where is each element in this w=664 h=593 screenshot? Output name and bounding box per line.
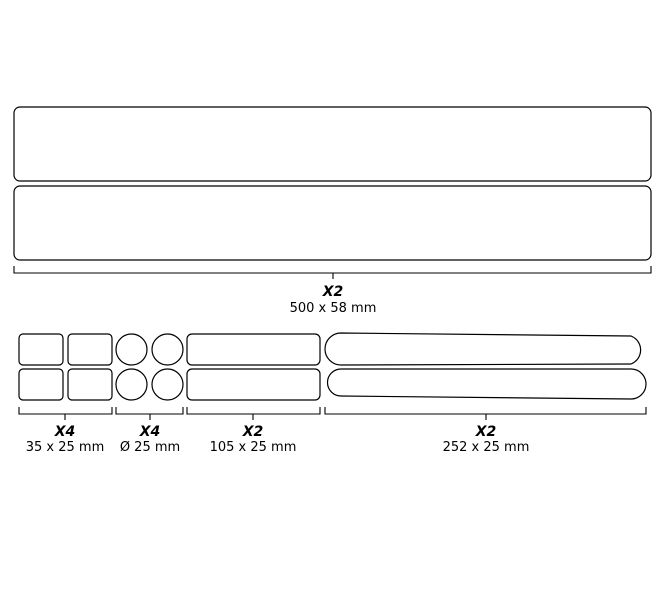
medium-strip-bracket xyxy=(186,407,321,420)
tapered-strip-dimensions: 252 x 25 mm xyxy=(443,440,530,455)
medium-strip-quantity: X2 xyxy=(242,424,264,440)
small-rectangle-3 xyxy=(18,368,64,401)
large-strip-1 xyxy=(13,106,652,182)
circle-3 xyxy=(115,368,148,401)
medium-strip-2 xyxy=(186,368,321,401)
tapered-strip-1 xyxy=(324,332,642,366)
small-rectangle-dimensions: 35 x 25 mm xyxy=(26,440,105,455)
large-strip-2 xyxy=(13,185,652,261)
large-strip-dimensions: 500 x 58 mm xyxy=(290,301,377,316)
circle-2 xyxy=(151,333,184,366)
large-strip-bracket xyxy=(13,266,652,279)
tapered-strip-quantity: X2 xyxy=(475,424,497,440)
circle-quantity: X4 xyxy=(139,424,161,440)
small-rectangle-quantity: X4 xyxy=(54,424,76,440)
small-rectangle-bracket xyxy=(18,407,113,420)
small-rectangle-1 xyxy=(18,333,64,366)
large-strip-quantity: X2 xyxy=(322,284,344,300)
circle-1 xyxy=(115,333,148,366)
medium-strip-dimensions: 105 x 25 mm xyxy=(210,440,297,455)
small-rectangle-2 xyxy=(67,333,113,366)
medium-strip-1 xyxy=(186,333,321,366)
circle-dimensions: Ø 25 mm xyxy=(120,440,180,455)
small-rectangle-4 xyxy=(67,368,113,401)
circle-bracket xyxy=(115,407,184,420)
tapered-strip-2 xyxy=(326,368,647,400)
circle-4 xyxy=(151,368,184,401)
tapered-strip-bracket xyxy=(324,407,647,420)
